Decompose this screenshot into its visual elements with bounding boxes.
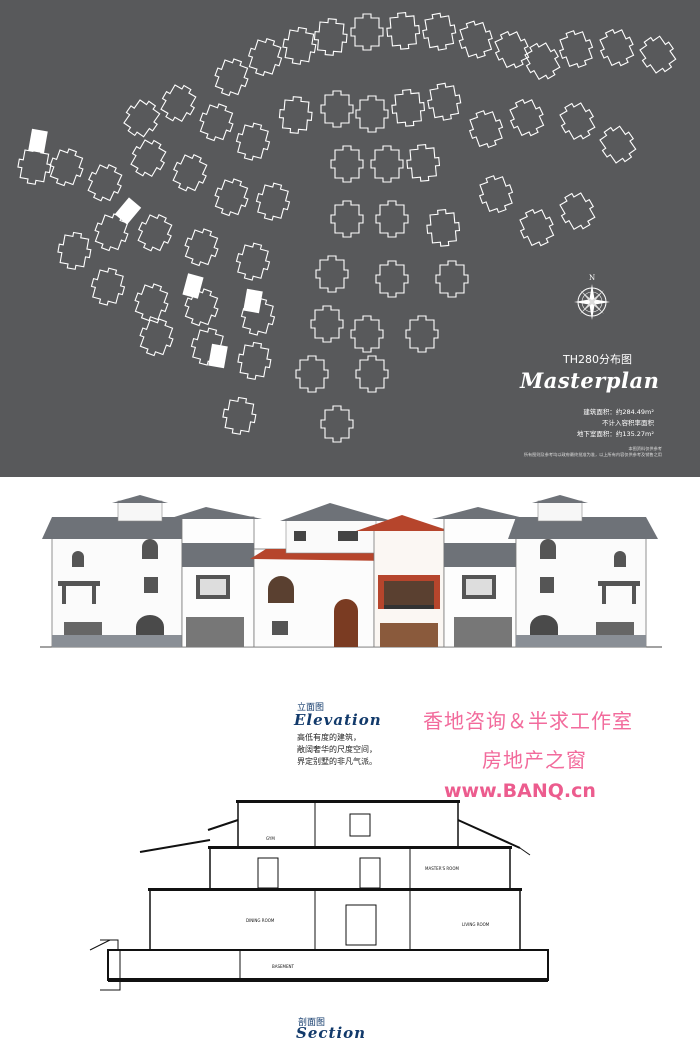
villa-unit-outline [330,145,364,183]
elevation-caption-en: Elevation [294,711,382,729]
elevation-drawing [40,495,662,648]
masterplan-panel: N TH280分布图 Masterplan 建筑面积：约284.49m² 不计入… [0,0,700,477]
description-line: 高低有度的建筑， [297,733,361,742]
villa-unit-outline [558,30,594,69]
villa-unit-outline [458,20,493,59]
villa-unit-outline [509,98,545,137]
villa-unit-outline [247,37,283,77]
highlighted-unit [182,273,204,299]
highlighted-unit [114,197,142,225]
section-caption-cn: 剖面图 [298,1018,326,1028]
elevation-description: 高低有度的建筑， 敞阔奢华的尺度空间， 界定别墅的非凡气派。 [297,732,377,768]
villa-unit-outline [370,145,404,183]
villa-unit-outline [278,96,313,134]
villa-unit-outline [310,305,344,343]
villa-unit-outline [222,396,257,435]
villa-unit-outline [295,355,329,393]
villa-unit-outline [478,175,514,214]
villa-unit-outline [599,125,637,164]
site-plan-drawing [17,12,677,443]
room-label-dining: DINING ROOM [246,918,275,923]
elevation-panel [0,477,700,677]
svg-text:N: N [589,274,595,282]
room-label-living: LIVING ROOM [462,922,490,927]
villa-unit-outline [599,28,635,67]
highlighted-unit [208,343,228,369]
villa-unit-outline [184,228,219,267]
villa-unit-outline [235,242,271,281]
room-label-basement: BASEMENT [272,964,295,969]
masterplan-title-en: Masterplan [520,368,660,393]
villa-unit-outline [375,200,409,238]
villa-unit-outline [184,288,219,327]
villa-unit-outline [123,99,161,138]
villa-unit-outline [519,208,555,247]
villa-unit-outline [405,315,439,353]
villa-unit-outline [240,297,276,336]
villa-unit-outline [435,260,469,298]
plan-notes: 本图资料仅供参考 所有图则及参考均以政府最终批准为准，以上所有内容仅供参考及销售… [362,446,662,458]
villa-unit-outline [199,103,234,142]
villa-unit-outline [214,58,249,97]
villa-unit-outline [375,260,409,298]
villa-unit-outline [391,89,426,127]
section-drawing: GYM MASTER'S ROOM DINING ROOM LIVING ROO… [89,800,549,991]
room-label-gym: GYM [266,836,275,841]
villa-unit-outline [214,178,249,217]
villa-unit-outline [139,318,174,357]
villa-unit-outline [639,35,677,74]
villa-unit-outline [330,200,364,238]
villa-unit-outline [494,30,530,69]
villa-unit-outline [172,154,208,192]
villa-unit-outline [49,148,84,187]
villa-unit-outline [255,182,291,221]
room-label-master: MASTER'S ROOM [425,866,459,871]
villa-unit-outline [235,122,271,161]
area-info-line: 地下室面积：约135.27m² [576,430,654,438]
masterplan-title-cn: TH280分布图 [563,353,632,366]
villa-unit-outline [320,90,354,128]
section-caption-en: Section [296,1024,367,1042]
villa-unit-outline [386,12,421,50]
villa-unit-outline [313,18,348,56]
villa-unit-outline [406,144,441,182]
elevation-caption-cn: 立面图 [297,703,325,713]
villa-unit-outline [559,102,596,141]
watermark-line1: 香地咨询＆半求工作室 [423,709,633,733]
villa-unit-outline [350,13,384,51]
villa-unit-outline [355,355,389,393]
villa-unit-outline [315,255,349,293]
area-info-line: 建筑面积：约284.49m² [583,408,654,416]
villa-unit-outline [559,192,596,231]
north-compass-icon: N [574,274,610,320]
villa-unit-outline [350,315,384,353]
description-line: 界定别墅的非凡气派。 [297,757,377,766]
villa-unit-outline [524,42,561,81]
villa-unit-outline [130,139,167,178]
villa-unit-outline [237,341,272,380]
villa-unit-outline [426,209,461,247]
villa-unit-outline [87,164,123,202]
highlighted-unit [243,288,263,314]
villa-unit-outline [134,283,169,322]
watermark-url: www.BANQ.cn [444,780,596,802]
area-info: 建筑面积：约284.49m² 不计入容积率面积 地下室面积：约135.27m² [534,407,654,440]
villa-unit-outline [427,82,462,121]
villa-unit-outline [355,95,389,133]
villa-unit-outline [57,231,92,270]
villa-unit-outline [90,267,126,306]
villa-unit-outline [422,12,457,51]
villa-unit-outline [137,214,173,252]
villa-unit-outline [160,84,197,123]
plan-note-line: 本图资料仅供参考 [628,446,662,451]
villa-unit-outline [320,405,354,443]
villa-unit-outline [282,26,317,65]
description-line: 敞阔奢华的尺度空间， [297,745,377,754]
villa-unit-outline [468,110,504,149]
plan-note-line: 所有图则及参考均以政府最终批准为准，以上所有内容仅供参考及销售之用 [523,452,662,457]
watermark-line2: 房地产之窗 [482,748,587,772]
highlighted-unit [28,128,48,154]
area-info-line: 不计入容积率面积 [602,419,654,427]
